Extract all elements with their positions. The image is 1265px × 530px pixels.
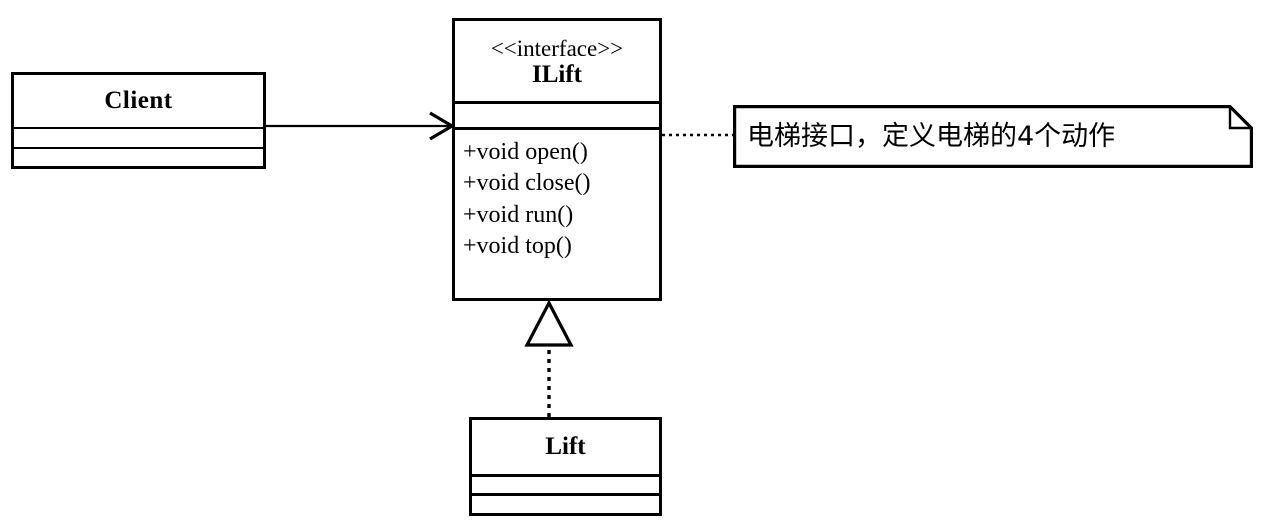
class-name-lift: Lift	[472, 420, 659, 474]
stereotype-label: <<interface>>	[490, 36, 624, 62]
class-name-client: Client	[14, 75, 263, 127]
method-open: +void open()	[463, 139, 588, 165]
association-client-to-ilift[interactable]	[266, 111, 456, 141]
attributes-compartment-ilift	[455, 101, 659, 127]
class-box-lift[interactable]: Lift	[469, 417, 662, 516]
method-run: +void run()	[463, 201, 574, 228]
class-box-client[interactable]: Client	[11, 72, 266, 169]
method-top: +void top()	[463, 233, 572, 260]
attributes-compartment-client	[14, 127, 263, 146]
realization-lift-to-ilift[interactable]	[524, 299, 574, 417]
methods-compartment-lift	[472, 493, 659, 513]
class-name-label: Lift	[545, 432, 586, 460]
method-close: +void close()	[463, 170, 591, 197]
class-name-label: Client	[104, 87, 173, 115]
attributes-compartment-lift	[472, 473, 659, 494]
methods-compartment-client	[14, 146, 263, 166]
class-name-label: ILift	[532, 61, 582, 89]
note-shape-icon	[733, 105, 1253, 168]
methods-compartment-ilift: +void open() +void close() +void run() +…	[455, 127, 659, 298]
note-text: 电梯接口，定义电梯的4个动作	[747, 120, 1116, 152]
note-box[interactable]: 电梯接口，定义电梯的4个动作	[733, 105, 1253, 168]
class-name-ilift: <<interface>> ILift	[455, 21, 659, 101]
class-box-ilift[interactable]: <<interface>> ILift +void open() +void c…	[452, 18, 662, 301]
